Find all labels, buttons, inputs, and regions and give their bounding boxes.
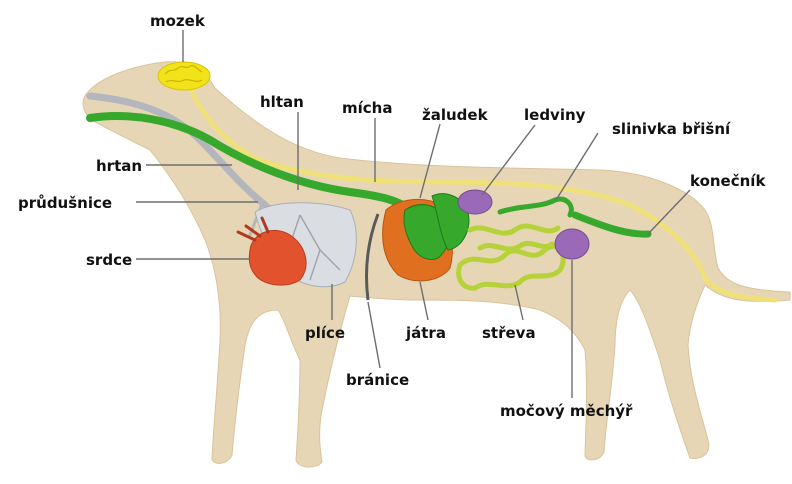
label-ledviny: ledviny xyxy=(524,106,586,124)
label-hrtan: hrtan xyxy=(96,157,142,175)
brain xyxy=(158,62,210,90)
label-streva: střeva xyxy=(482,324,536,342)
label-mozek: mozek xyxy=(150,12,206,30)
leader-branice xyxy=(368,302,380,368)
label-hltan: hltan xyxy=(260,93,304,111)
kidneys xyxy=(458,190,492,214)
kidney-shape xyxy=(458,190,492,214)
label-prudusnice: průdušnice xyxy=(18,194,112,212)
label-branice: bránice xyxy=(346,371,409,389)
label-plice: plíce xyxy=(305,324,345,342)
label-jatra: játra xyxy=(405,324,446,342)
brain-shape xyxy=(158,62,210,90)
label-konecnik: konečník xyxy=(690,172,766,190)
label-zaludek: žaludek xyxy=(422,106,489,124)
urinary-bladder xyxy=(555,229,589,259)
bladder-shape xyxy=(555,229,589,259)
label-srdce: srdce xyxy=(86,251,132,269)
label-mocovy-mechyr: močový měchýř xyxy=(500,402,633,420)
label-micha: mícha xyxy=(342,99,392,117)
label-slinivka: slinivka břišní xyxy=(612,120,731,138)
